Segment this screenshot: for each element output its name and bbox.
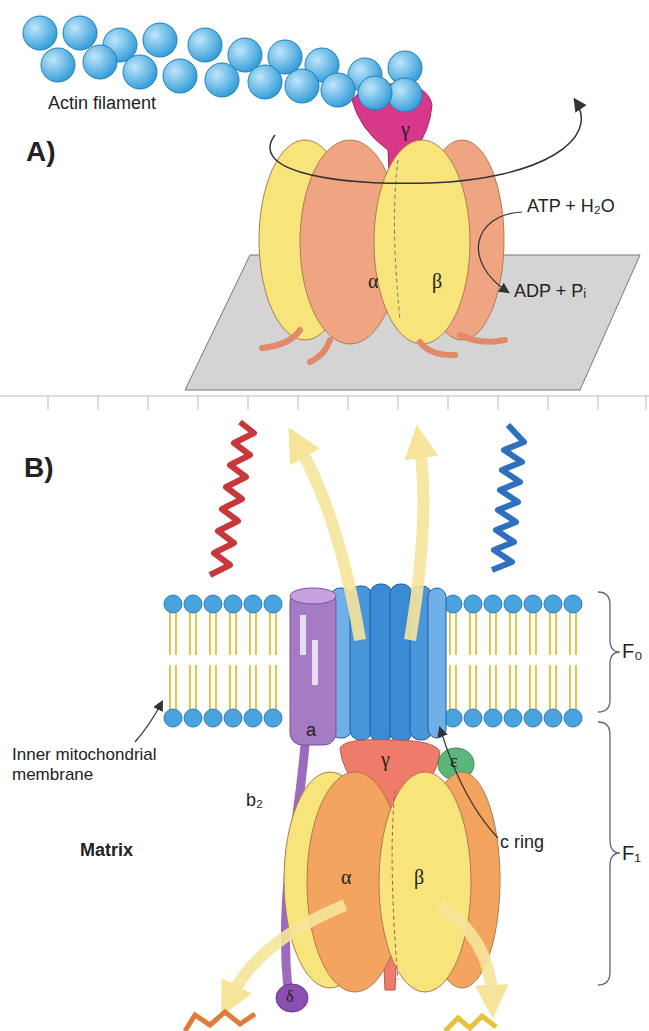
reaction-label: ADP + Pᵢ — [514, 281, 586, 302]
delta-subunit — [276, 984, 308, 1012]
part-label: Inner mitochondrial membrane — [12, 745, 192, 784]
reaction-arrow — [478, 212, 522, 292]
protein-ribbon — [445, 1016, 496, 1031]
alpha-beta-hexamer — [284, 772, 500, 992]
leader-arrow — [440, 728, 498, 838]
a-subunit — [290, 588, 336, 745]
panel-label: A) — [26, 136, 56, 168]
domain-label: F₁ — [622, 842, 641, 865]
proton-flow-arrows — [232, 448, 492, 995]
rotation-arrow — [270, 100, 581, 183]
subunit-label: b₂ — [246, 790, 263, 811]
ruler — [0, 396, 649, 410]
subunit-label: δ — [286, 988, 294, 1006]
subunit-label: γ — [381, 748, 390, 771]
subunit-label: α — [341, 866, 351, 889]
subunit-label: γ — [401, 118, 410, 141]
reaction-label: ATP + H₂O — [527, 196, 615, 217]
alpha-beta-hexamer — [259, 140, 505, 362]
protein-helix — [210, 422, 254, 575]
part-label: Actin filament — [48, 93, 156, 114]
subunit-label: α — [368, 270, 378, 293]
protein-helix — [492, 425, 524, 570]
bracket — [598, 722, 620, 985]
protein-ribbon — [185, 1012, 255, 1031]
domain-label: F₀ — [622, 640, 643, 663]
c-ring — [330, 584, 446, 742]
region-label: Matrix — [80, 840, 133, 861]
panel-label: B) — [24, 452, 54, 484]
dashed-axis — [392, 790, 398, 980]
subunit-label: ε — [450, 751, 458, 772]
actin-monomer — [358, 76, 392, 110]
subunit-label: β — [414, 866, 424, 889]
actin-monomer — [388, 78, 422, 112]
part-label: c ring — [500, 832, 544, 853]
leader-arrow — [135, 702, 162, 742]
subunit-label: a — [306, 720, 316, 741]
subunit-label: β — [432, 270, 442, 293]
bracket — [598, 592, 620, 712]
